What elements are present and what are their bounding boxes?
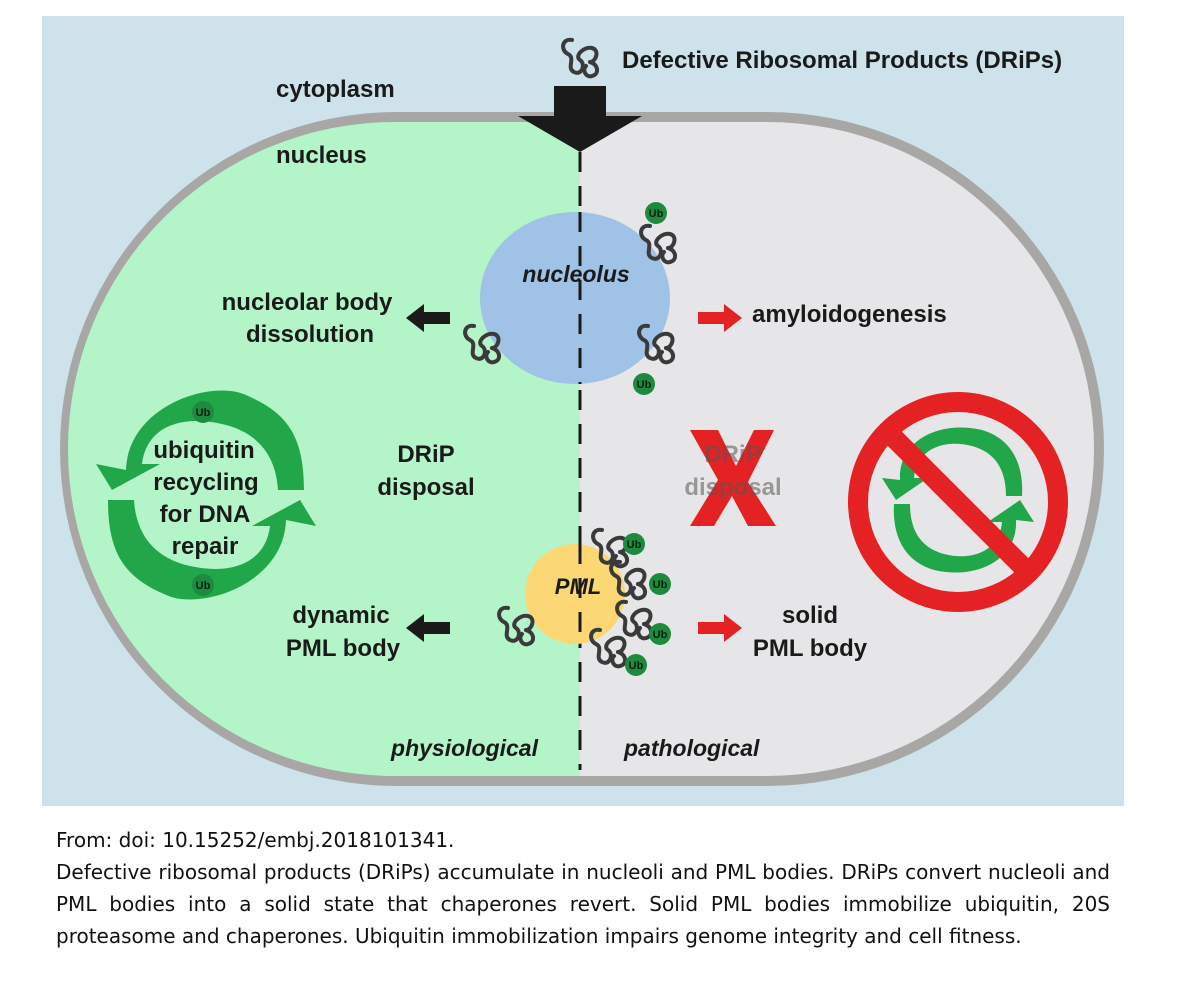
- drip-disposal-blocked-label: DRiP: [704, 441, 761, 468]
- caption-text: Defective ribosomal products (DRiPs) acc…: [56, 860, 1110, 948]
- dynamic-pml-label: dynamic: [292, 602, 389, 629]
- solid-pml-label: PML body: [753, 635, 868, 662]
- physiological-label: physiological: [390, 735, 539, 761]
- amyloidogenesis-label: amyloidogenesis: [752, 301, 947, 328]
- svg-text:Ub: Ub: [196, 407, 211, 419]
- drip-entry-arrow: [518, 86, 642, 152]
- drip-disposal-label: disposal: [377, 474, 474, 501]
- dynamic-pml-label: PML body: [286, 635, 401, 662]
- nucleolar-dissolution-label: dissolution: [246, 321, 374, 348]
- ubiquitin-tag-icon: Ub: [649, 573, 671, 595]
- pml-body: [525, 544, 625, 644]
- left-arrow-icon: [406, 614, 450, 642]
- nucleolus-body: [480, 212, 670, 384]
- cross-icon: [690, 430, 776, 526]
- svg-text:Ub: Ub: [627, 539, 642, 551]
- svg-text:Ub: Ub: [637, 379, 652, 391]
- left-arrow-icon: [406, 304, 450, 332]
- right-arrow-icon: [698, 614, 742, 642]
- drip-diagram: Ub Ub Ub Ub Ub Ub Ub Ub Defective Riboso…: [42, 16, 1124, 806]
- svg-text:Ub: Ub: [653, 629, 668, 641]
- recycling-label: recycling: [153, 469, 258, 496]
- nucleolar-dissolution-label: nucleolar body: [222, 289, 393, 316]
- recycling-label: repair: [172, 533, 239, 560]
- physiological-region: [68, 122, 580, 776]
- right-arrow-icon: [698, 304, 742, 332]
- drips-title: Defective Ribosomal Products (DRiPs): [622, 47, 1062, 74]
- cytoplasm-label: cytoplasm: [276, 76, 395, 103]
- svg-text:Ub: Ub: [629, 660, 644, 672]
- svg-text:Ub: Ub: [196, 580, 211, 592]
- ubiquitin-tag-icon: Ub: [625, 654, 647, 676]
- solid-pml-label: solid: [782, 602, 838, 629]
- nucleolus-label: nucleolus: [522, 261, 629, 287]
- ubiquitin-tag-icon: Ub: [645, 202, 667, 224]
- drip-disposal-blocked-label: disposal: [684, 474, 781, 501]
- no-symbol-icon: [848, 392, 1068, 612]
- svg-text:Ub: Ub: [653, 579, 668, 591]
- svg-text:Ub: Ub: [649, 208, 664, 220]
- recycling-label: ubiquitin: [153, 437, 254, 464]
- ubiquitin-tag-icon: Ub: [649, 623, 671, 645]
- recycling-cycle-icon: [96, 390, 316, 600]
- ubiquitin-tag-icon: Ub: [633, 373, 655, 395]
- figure-caption: From: doi: 10.15252/embj.2018101341. Def…: [56, 824, 1110, 952]
- drip-disposal-label: DRiP: [397, 441, 454, 468]
- ubiquitin-tag-icon: Ub: [192, 401, 214, 423]
- recycling-label: for DNA: [160, 501, 251, 528]
- pathological-label: pathological: [623, 735, 760, 761]
- ubiquitin-tag-icon: Ub: [192, 574, 214, 596]
- pml-label: PML: [555, 574, 601, 599]
- caption-source: From: doi: 10.15252/embj.2018101341.: [56, 828, 455, 852]
- ubiquitin-tag-icon: Ub: [623, 533, 645, 555]
- nucleus-label: nucleus: [276, 142, 367, 169]
